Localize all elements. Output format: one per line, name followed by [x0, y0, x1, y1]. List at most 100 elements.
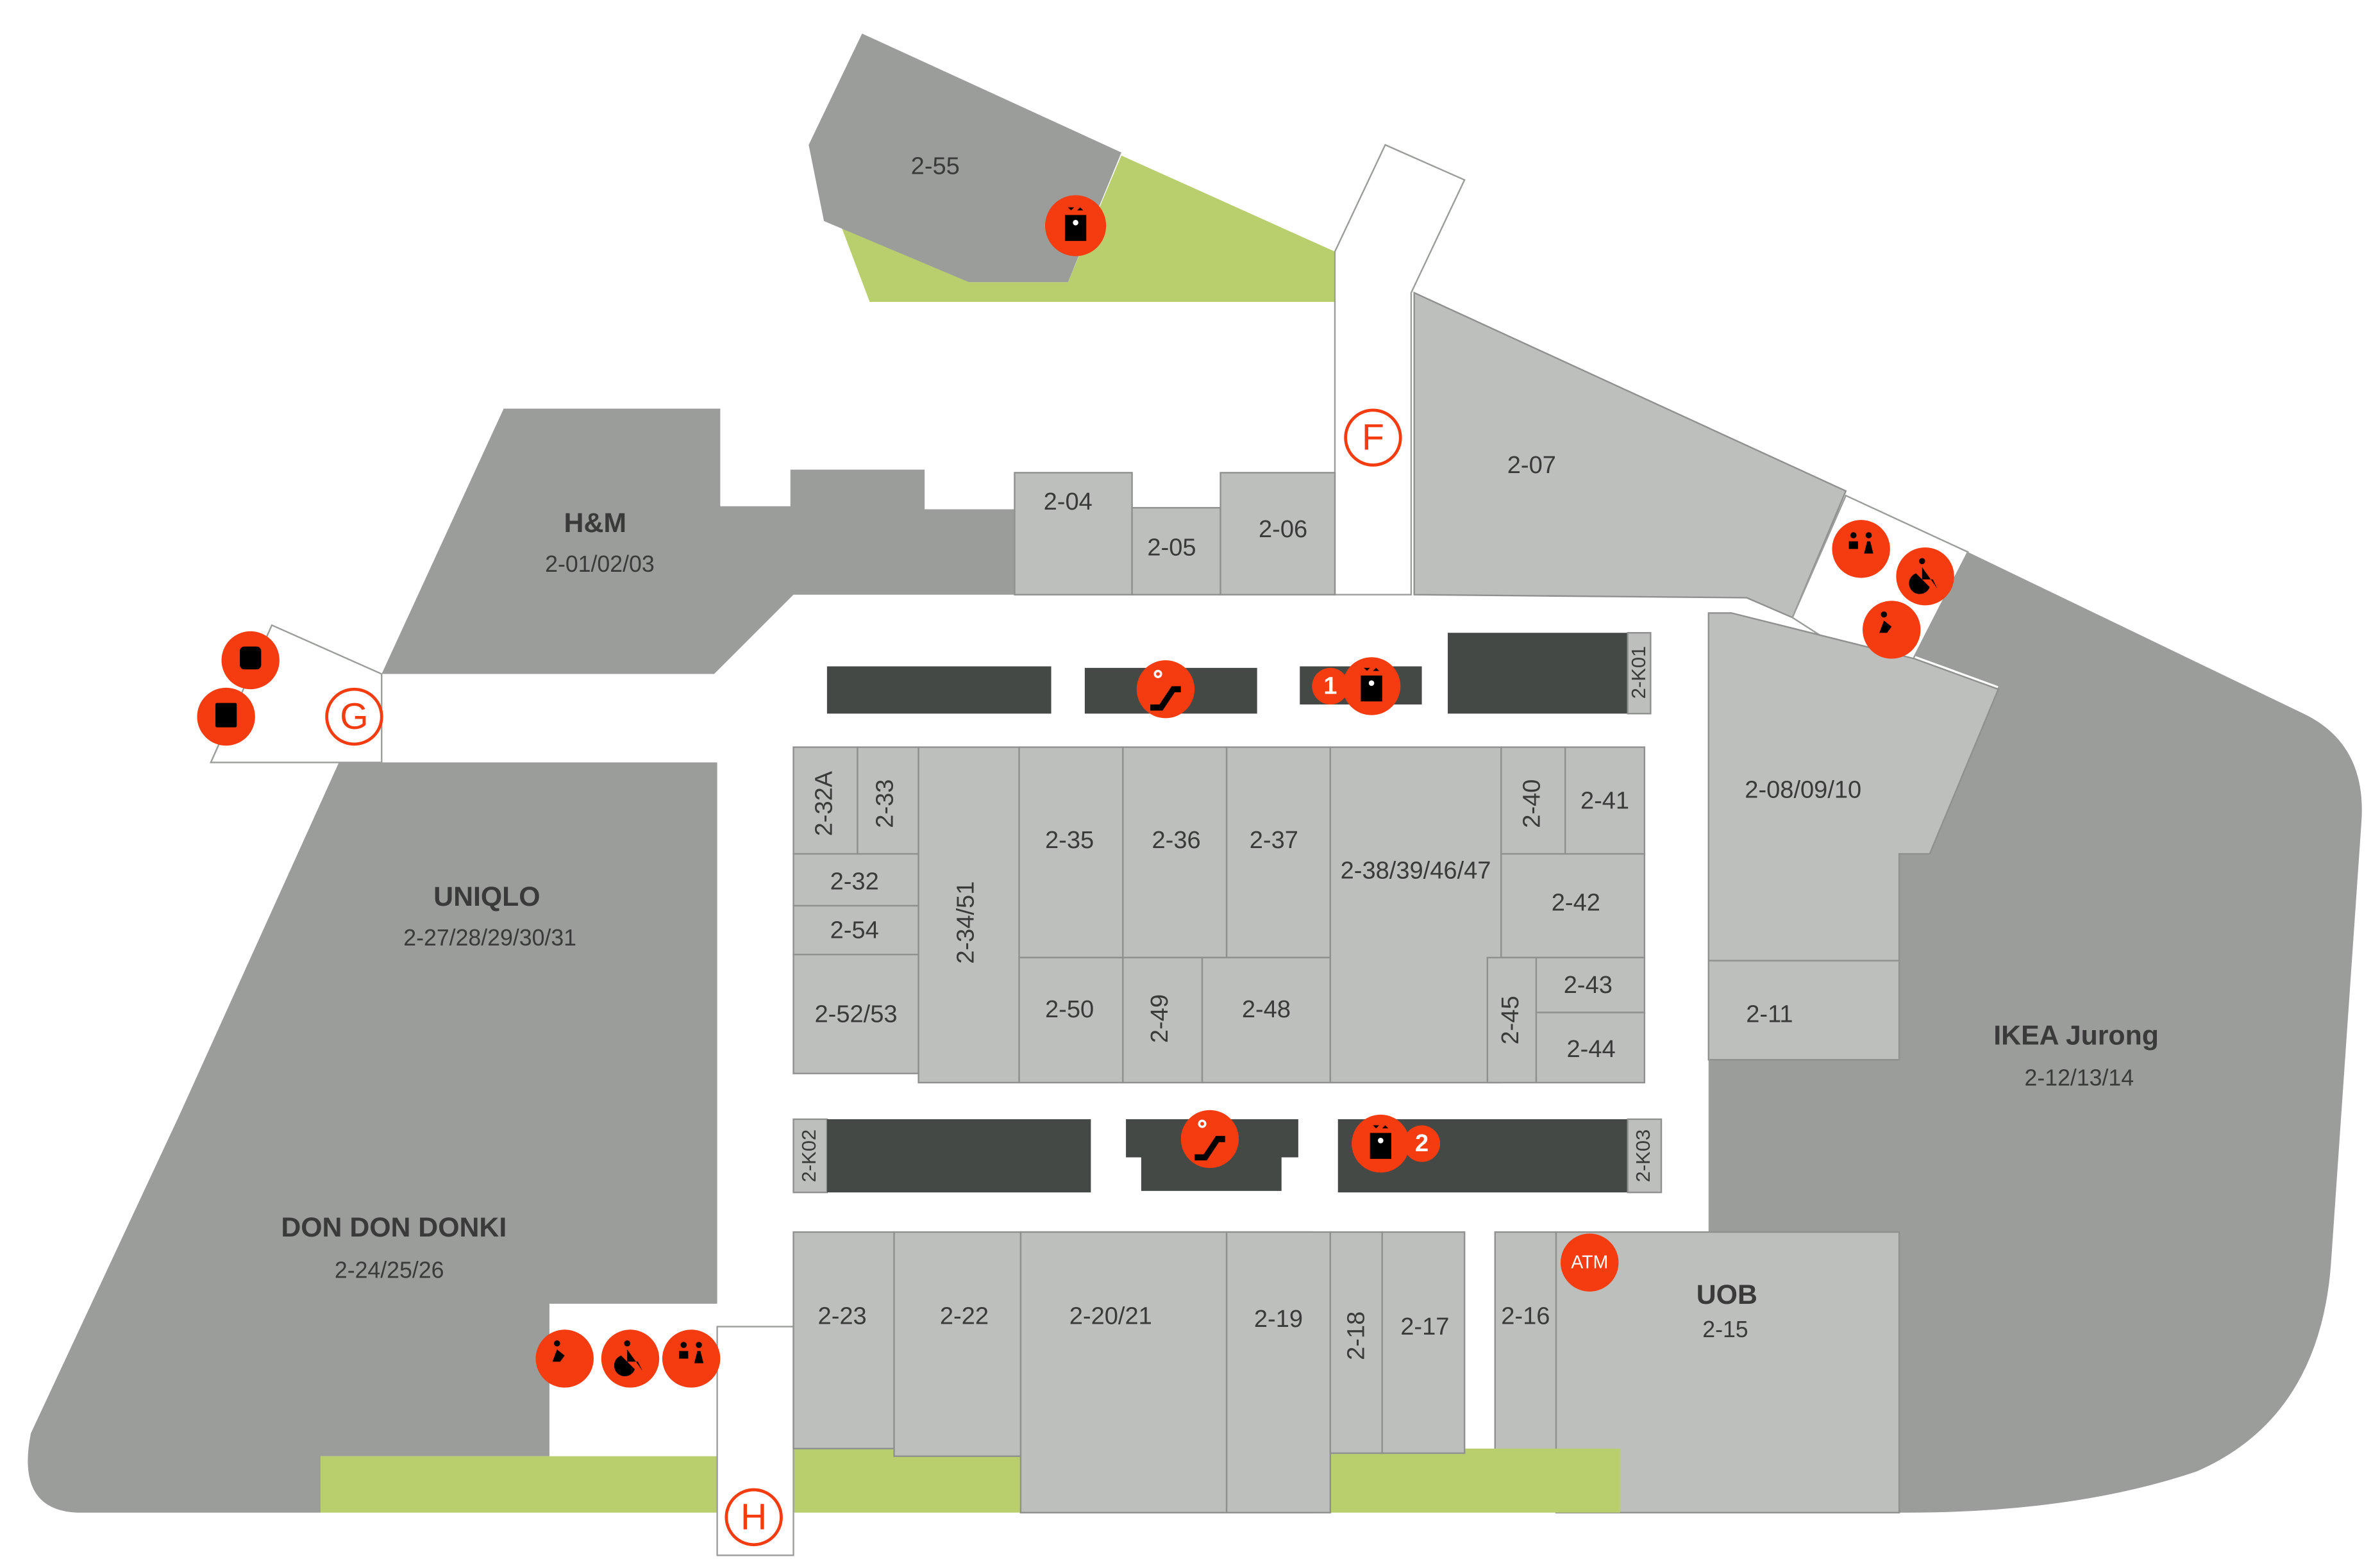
- entrance-label: G: [340, 696, 368, 737]
- anchor-name: UNIQLO: [433, 881, 540, 912]
- unit-2-19[interactable]: [1225, 1231, 1332, 1513]
- unit-label: 2-K02: [798, 1129, 820, 1182]
- entrance-label: H: [741, 1497, 767, 1538]
- lift-1-badge: 1: [1312, 667, 1349, 704]
- unit-2-07[interactable]: [1413, 291, 1847, 619]
- unit-label: 2-35: [1045, 827, 1094, 854]
- lift-icon[interactable]: [1045, 195, 1107, 256]
- anchor-name: DON DON DONKI: [281, 1212, 507, 1243]
- unit-label: 2-K03: [1632, 1129, 1654, 1182]
- unit-2-23[interactable]: [792, 1231, 895, 1450]
- unit-label: 2-22: [940, 1303, 989, 1329]
- escalator-icon[interactable]: [1180, 1110, 1239, 1169]
- unit-2-22[interactable]: [893, 1231, 1022, 1457]
- anchor-name: IKEA Jurong: [1993, 1020, 2159, 1051]
- unit-label: 2-36: [1152, 827, 1201, 854]
- unit-label: 2-07: [1507, 452, 1556, 479]
- unit-2-04[interactable]: [1014, 472, 1133, 596]
- entrance-f[interactable]: F: [1344, 408, 1402, 467]
- anchor-donki[interactable]: [28, 1113, 717, 1513]
- unit-2-16[interactable]: [1494, 1231, 1557, 1457]
- unit-2-45[interactable]: [1486, 956, 1538, 1084]
- svg-text:ATM: ATM: [1571, 1253, 1608, 1273]
- anchor-unit: 2-24/25/26: [335, 1257, 444, 1283]
- unit-label: 2-55: [911, 153, 960, 180]
- unit-2-20-21[interactable]: [1019, 1231, 1228, 1513]
- unit-label: 2-45: [1497, 995, 1524, 1044]
- anchor-unit: 2-01/02/03: [545, 551, 655, 577]
- escalator-icon[interactable]: [1136, 660, 1195, 719]
- train-icon[interactable]: [221, 631, 280, 690]
- unit-label: 2-40: [1518, 779, 1545, 828]
- unit-2-11[interactable]: [1707, 960, 1900, 1061]
- unit-label: 2-32A: [811, 771, 838, 836]
- unit-label: 2-20/21: [1069, 1303, 1152, 1329]
- svg-text:2: 2: [1415, 1130, 1429, 1157]
- unit-2-37[interactable]: [1225, 746, 1332, 959]
- anchor-ikea[interactable]: [1708, 552, 2362, 1513]
- unit-label: 2-50: [1045, 996, 1094, 1023]
- entrance-h[interactable]: H: [725, 1488, 783, 1547]
- unit-2-18[interactable]: [1329, 1231, 1383, 1454]
- anchor-hm[interactable]: [381, 408, 1015, 674]
- entrance-g[interactable]: G: [325, 687, 383, 746]
- unit-label: 2-37: [1250, 827, 1298, 854]
- unit-label: 2-32: [830, 868, 879, 895]
- unit-label: 2-K01: [1627, 646, 1650, 699]
- unit-label: 2-08/09/10: [1745, 777, 1861, 804]
- anchor-uniqlo[interactable]: [180, 762, 717, 1113]
- unit-label: 2-18: [1343, 1312, 1370, 1360]
- unit-2-41[interactable]: [1564, 746, 1646, 855]
- unit-label: 2-05: [1147, 534, 1196, 561]
- unit-label: 2-52/53: [815, 1001, 898, 1028]
- unit-2-32a[interactable]: [792, 746, 859, 855]
- unit-2-33[interactable]: [857, 746, 919, 855]
- unit-label: 2-06: [1259, 516, 1307, 543]
- atm-icon[interactable]: ATM: [1561, 1233, 1619, 1292]
- entrance-label: F: [1362, 417, 1384, 458]
- unit-2-34-51[interactable]: [918, 746, 1020, 1084]
- svg-text:1: 1: [1323, 672, 1337, 699]
- kiosk: [1448, 633, 1628, 714]
- unit-2-36[interactable]: [1122, 746, 1228, 959]
- unit-label: 2-33: [872, 779, 899, 828]
- unit-2-17[interactable]: [1381, 1231, 1466, 1454]
- unit-2-49[interactable]: [1122, 956, 1203, 1084]
- wheelchair-icon[interactable]: [601, 1329, 660, 1388]
- anchor-unit: 2-27/28/29/30/31: [403, 925, 576, 951]
- lift-icon[interactable]: [1352, 1114, 1410, 1173]
- bus-icon[interactable]: [197, 687, 255, 746]
- unit-2-55[interactable]: [809, 33, 1121, 283]
- unit-2-52-53[interactable]: [792, 953, 919, 1074]
- kiosk: [826, 1119, 1091, 1193]
- baby-care-icon[interactable]: [535, 1329, 594, 1388]
- unit-label: 2-38/39/46/47: [1341, 858, 1491, 885]
- unit-2-48[interactable]: [1201, 956, 1332, 1084]
- unit-label: 2-54: [830, 917, 879, 944]
- anchor-name: UOB: [1697, 1279, 1757, 1310]
- unit-label: 2-11: [1746, 1001, 1793, 1028]
- toilet-icon[interactable]: [662, 1329, 721, 1388]
- unit-2-32[interactable]: [792, 853, 919, 907]
- unit-2-k01[interactable]: [1627, 632, 1652, 715]
- baby-care-icon[interactable]: [1863, 601, 1921, 659]
- toilet-icon[interactable]: [1832, 520, 1890, 578]
- unit-2-06[interactable]: [1219, 472, 1336, 596]
- green-area-sw: [321, 1456, 717, 1513]
- unit-2-35[interactable]: [1018, 746, 1124, 959]
- unit-label: 2-44: [1567, 1036, 1616, 1063]
- unit-2-42[interactable]: [1500, 853, 1646, 959]
- unit-label: 2-34/51: [953, 881, 980, 964]
- unit-2-44[interactable]: [1535, 1012, 1646, 1084]
- lift-2-badge: 2: [1404, 1125, 1441, 1162]
- unit-2-38-39-46-47[interactable]: [1329, 746, 1502, 1084]
- unit-label: 2-23: [818, 1303, 867, 1329]
- unit-2-50[interactable]: [1018, 956, 1124, 1084]
- lift-icon[interactable]: [1342, 657, 1401, 715]
- unit-2-54[interactable]: [792, 904, 919, 956]
- green-area-top: [839, 155, 1335, 302]
- unit-2-k03[interactable]: [1627, 1118, 1663, 1194]
- unit-label: 2-17: [1400, 1313, 1449, 1340]
- wheelchair-icon[interactable]: [1896, 547, 1954, 606]
